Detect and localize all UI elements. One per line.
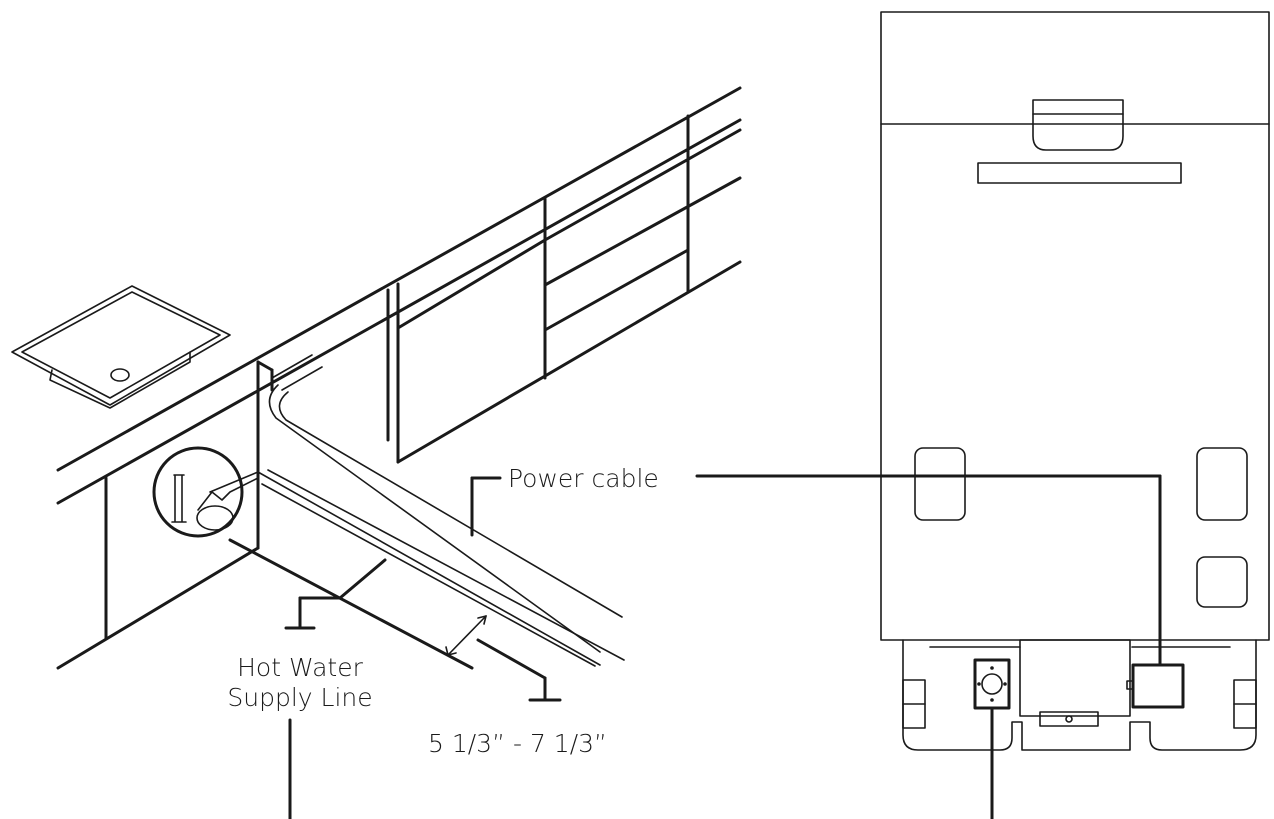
drawer-line-1 <box>543 128 742 242</box>
water-line-inner <box>261 483 596 667</box>
dimension-arrow-line <box>447 615 487 656</box>
hot-water-leader-diag <box>338 558 387 600</box>
power-junction-clip <box>1126 680 1134 690</box>
sink-rim-outer <box>11 285 231 406</box>
left-side-pad <box>914 447 966 521</box>
drawer-line-2 <box>543 176 742 287</box>
dishwasher-body <box>880 11 1270 641</box>
clearance-label: 5 1/3” - 7 1/3” <box>428 729 607 758</box>
hot-water-label-line2: Supply Line <box>227 683 372 712</box>
sink-drain <box>110 368 130 382</box>
cabinet-isometric <box>56 86 742 670</box>
opening-floor-edge <box>228 538 474 670</box>
right-side-pad-lower <box>1196 556 1248 608</box>
top-handle <box>1032 99 1124 151</box>
power-junction-box <box>1131 663 1185 709</box>
drawer-line-3 <box>543 248 690 332</box>
base-center-screw <box>1065 715 1073 723</box>
hot-water-label-line1: Hot Water <box>237 653 363 682</box>
clearance-dimension <box>445 615 562 702</box>
countertop-top-edge <box>56 86 742 472</box>
valve-pipe <box>171 474 187 523</box>
water-line-top <box>267 469 625 661</box>
dishwasher-base <box>902 639 1257 751</box>
dimension-arrowhead-high <box>477 615 487 625</box>
valve-knob <box>196 505 234 531</box>
top-vent-slot <box>977 162 1182 184</box>
door-top-line <box>396 238 547 330</box>
water-line-outer <box>257 471 601 666</box>
power-cable-label: Power cable <box>508 464 659 493</box>
sink-basin <box>49 351 191 409</box>
left-leaders <box>284 476 502 819</box>
left-panel-bottom-edge <box>56 546 260 670</box>
supply-pipes <box>209 354 625 667</box>
water-line-a <box>209 471 259 493</box>
water-inlet-bolt-right <box>1003 682 1007 686</box>
cabinet-bottom-edge <box>396 260 742 464</box>
power-cable-pipe-inner <box>278 391 623 618</box>
valve-detail-circle <box>152 446 244 538</box>
right-side-pad-upper <box>1196 447 1248 521</box>
base-center-slot <box>1039 711 1099 727</box>
power-cable-top-b <box>281 366 323 391</box>
water-inlet-bolt-bottom <box>990 698 994 702</box>
dimension-arrowhead-low <box>445 646 457 656</box>
dimension-extension-line <box>476 638 547 680</box>
valve-body <box>197 477 259 511</box>
sink <box>11 285 231 409</box>
water-inlet-bolt-top <box>990 666 994 670</box>
valve-detail <box>152 446 259 538</box>
base-center-panel <box>1019 639 1131 717</box>
water-inlet-bolt-left <box>977 682 981 686</box>
opening-side-wall-top <box>256 360 274 372</box>
water-inlet-fitting <box>981 673 1003 695</box>
power-cable-connector <box>695 474 1162 667</box>
dishwasher-rear-view <box>880 11 1270 819</box>
sink-rim-inner <box>21 291 221 399</box>
power-cable-top-a <box>271 354 313 379</box>
power-cable-pipe-outer <box>268 384 601 653</box>
